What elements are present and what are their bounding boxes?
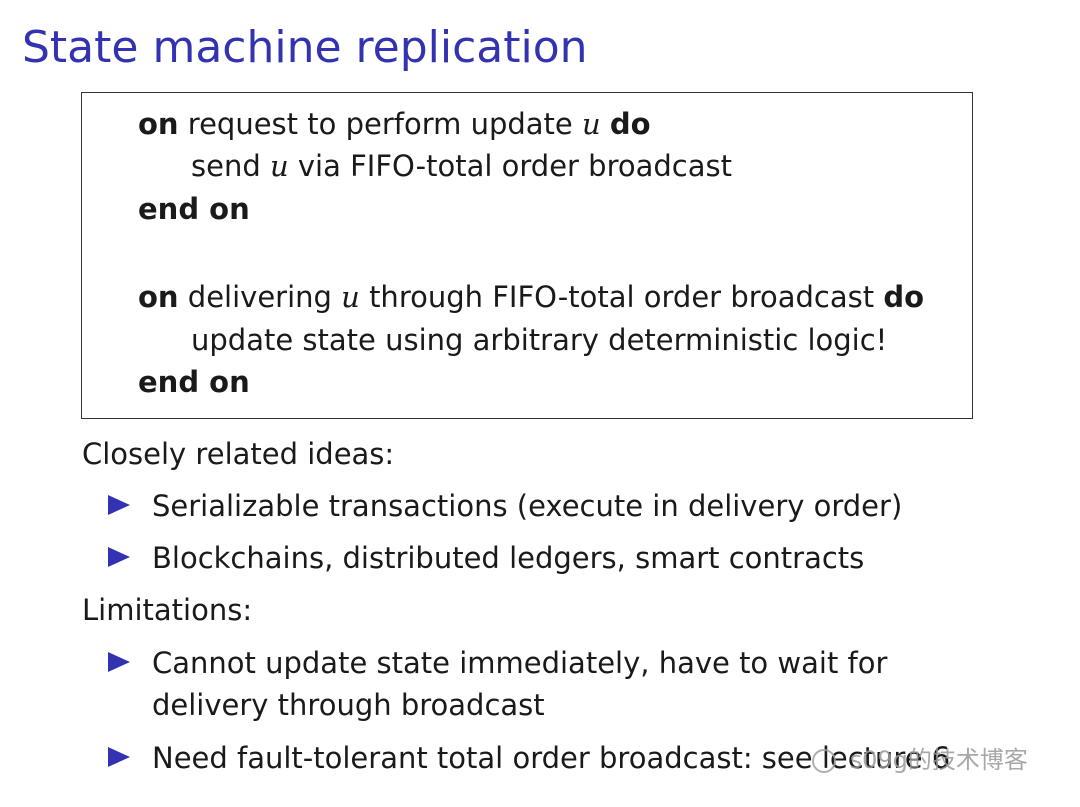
- wechat-logo-icon: [812, 749, 836, 773]
- triangle-bullet-icon: [108, 547, 130, 567]
- algo-block1-body-pre: send: [191, 149, 261, 183]
- variable-u: u: [269, 149, 289, 183]
- list-item-text: Cannot update state immediately, have to…: [152, 646, 888, 680]
- keyword-do: do: [883, 280, 925, 314]
- keyword-on: on: [138, 107, 179, 141]
- triangle-bullet-icon: [108, 495, 130, 515]
- keyword-on: on: [138, 280, 179, 314]
- algo-block2-header-pre: delivering: [187, 280, 332, 314]
- algo-block1-body-post: via FIFO-total order broadcast: [297, 149, 732, 183]
- related-ideas-heading: Closely related ideas:: [82, 437, 395, 471]
- watermark-text: s09g的技术博客: [849, 746, 1028, 774]
- algo-block1-header: on request to perform update u do: [138, 107, 651, 141]
- keyword-do: do: [609, 107, 651, 141]
- limitations-heading: Limitations:: [82, 593, 253, 627]
- algo-block2-header-post: through FIFO-total order broadcast: [369, 280, 875, 314]
- keyword-end-on: end on: [138, 192, 250, 226]
- algo-block2-body: update state using arbitrary determinist…: [191, 323, 888, 357]
- keyword-end-on: end on: [138, 365, 250, 399]
- watermark: s09g的技术博客: [812, 740, 1028, 775]
- slide-title: State machine replication: [22, 22, 588, 73]
- algorithm-box: on request to perform update u do send u…: [81, 92, 973, 419]
- variable-u: u: [341, 280, 360, 314]
- algo-block1-header-text: request to perform update: [187, 107, 573, 141]
- triangle-bullet-icon: [108, 652, 130, 672]
- list-item-text: Serializable transactions (execute in de…: [152, 489, 903, 523]
- variable-u: u: [582, 107, 601, 141]
- algo-block2-header: on delivering u through FIFO-total order…: [138, 280, 924, 314]
- algo-block1-body: send u via FIFO-total order broadcast: [191, 149, 732, 183]
- list-item-text: delivery through broadcast: [152, 688, 545, 722]
- list-item-text: Blockchains, distributed ledgers, smart …: [152, 541, 865, 575]
- triangle-bullet-icon: [108, 747, 130, 767]
